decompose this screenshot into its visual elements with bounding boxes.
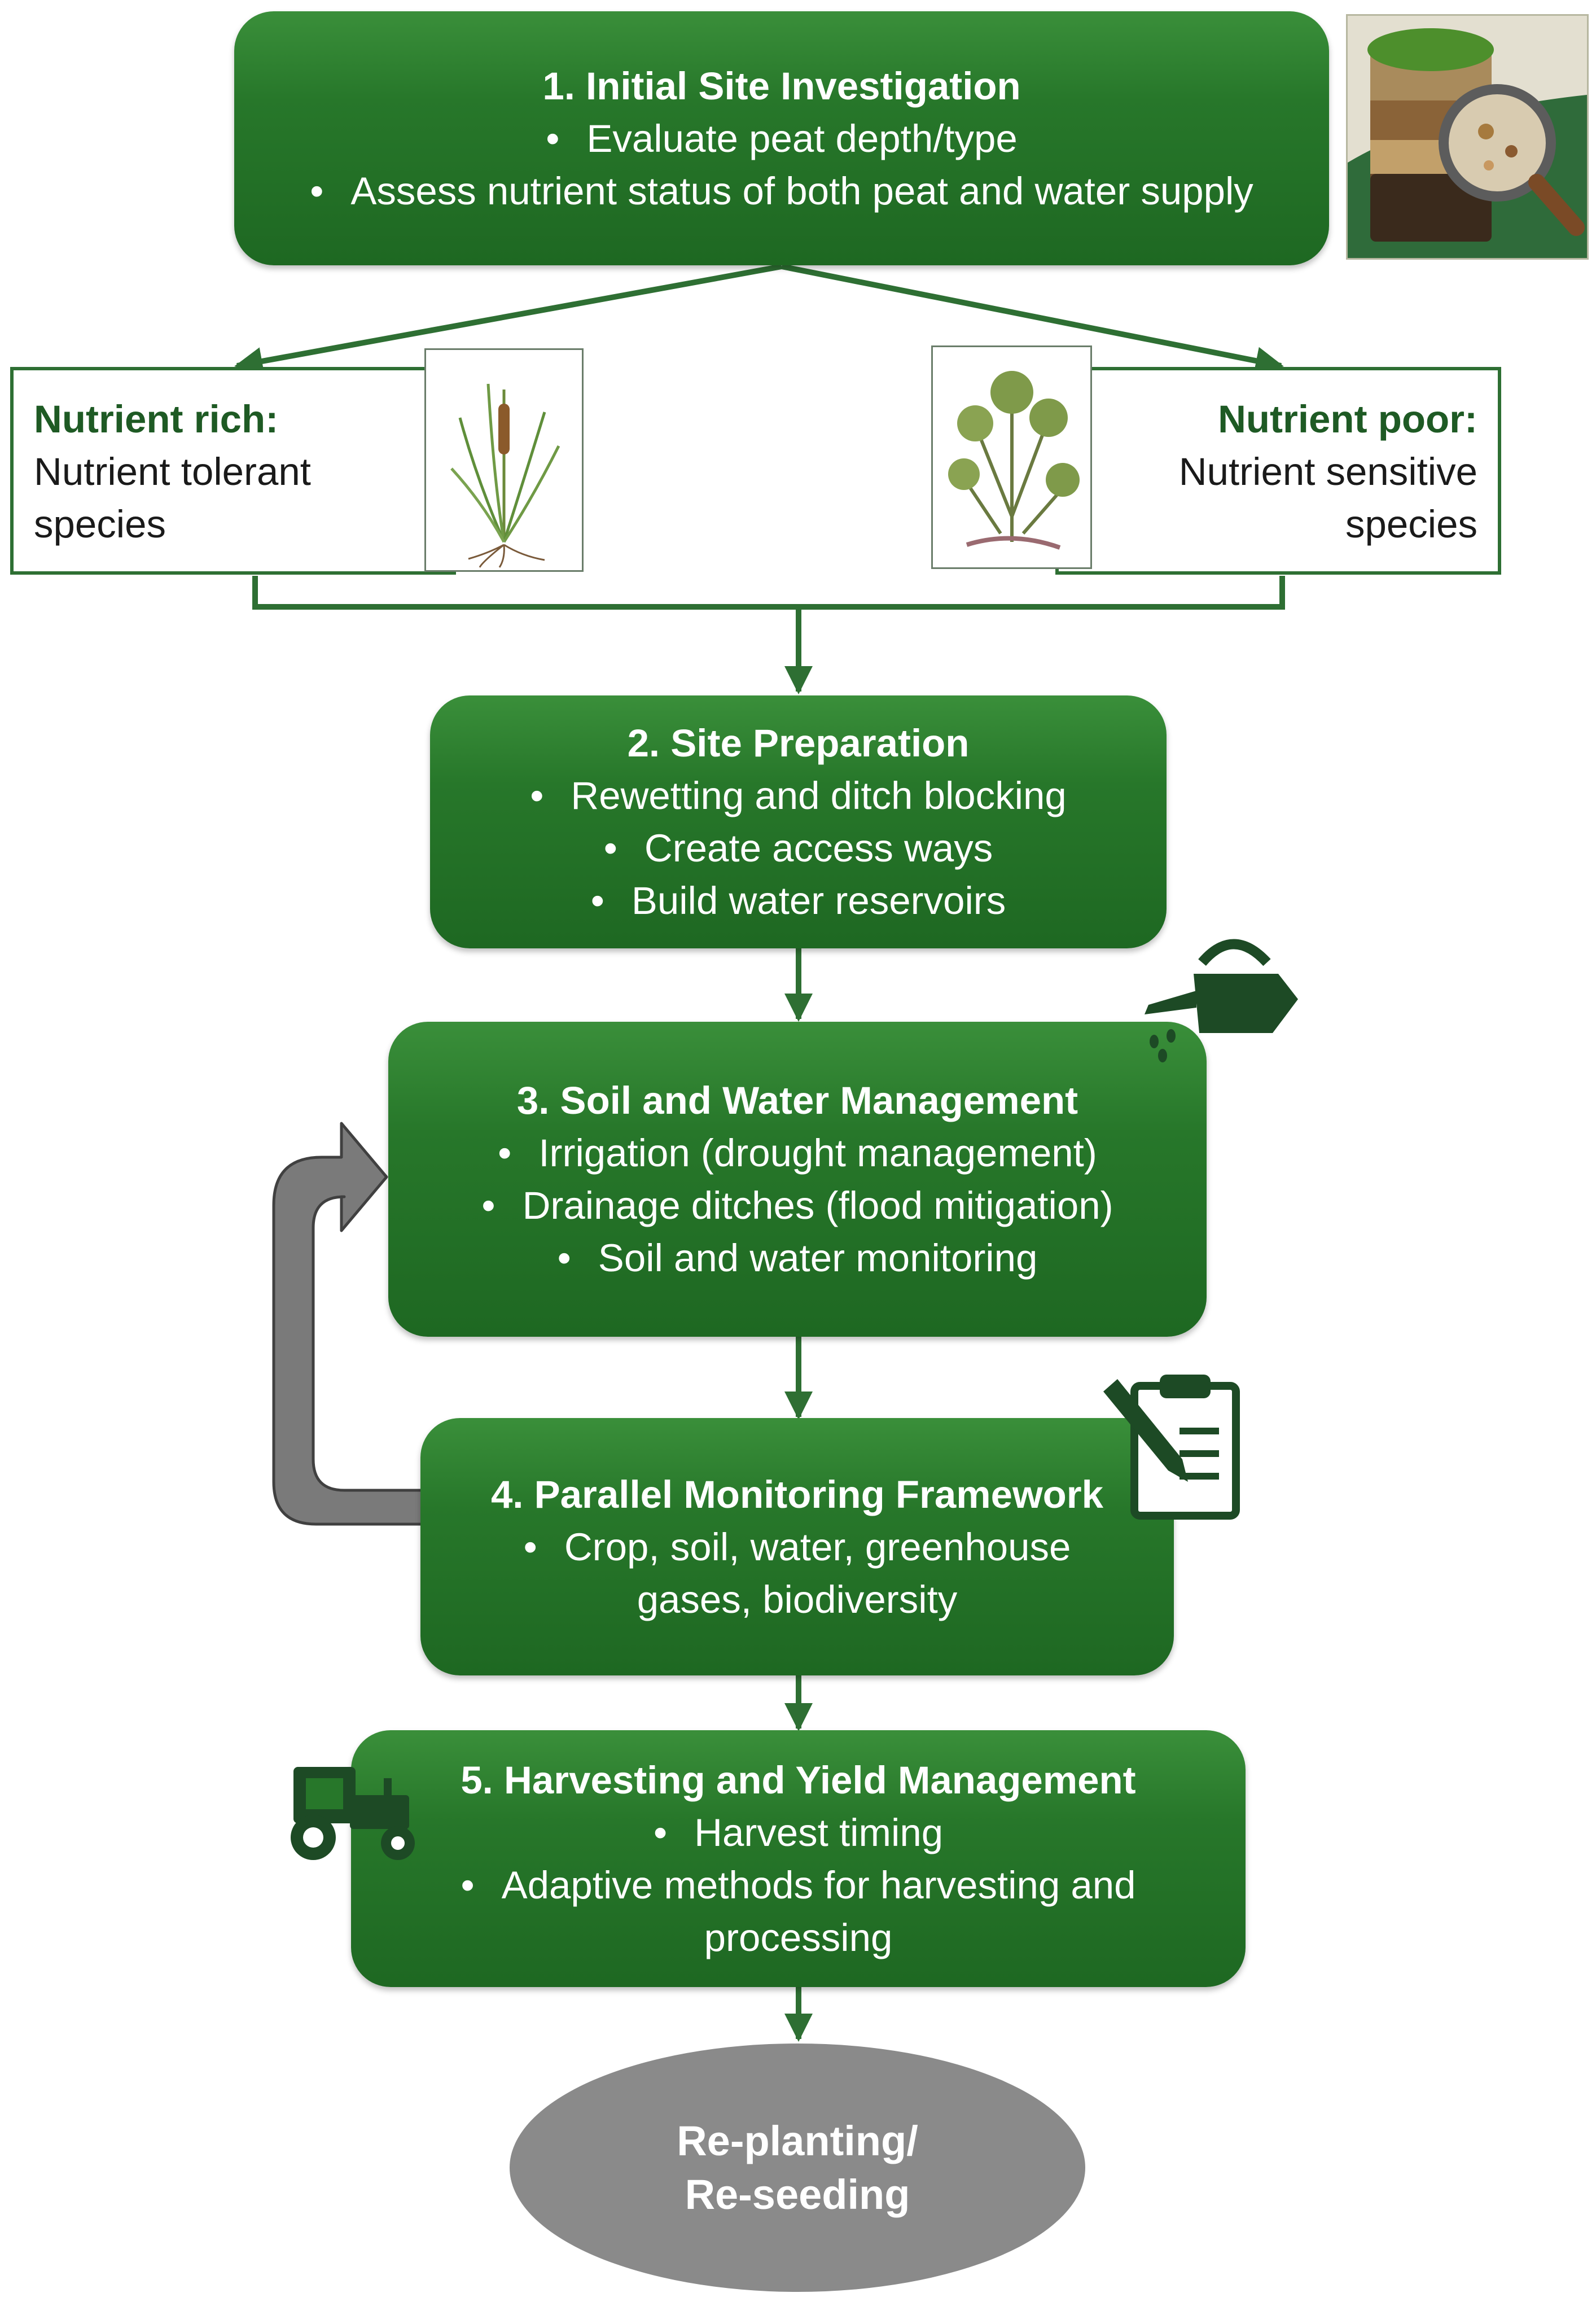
step3-title: 3. Soil and Water Management xyxy=(516,1079,1078,1122)
nutrient-poor-line1: Nutrient sensitive xyxy=(1178,450,1477,493)
nutrient-poor-line2: species xyxy=(1345,502,1477,546)
step1-bullet-1: •Evaluate peat depth/type xyxy=(546,116,1018,160)
step4-continuation: gases, biodiversity xyxy=(637,1577,958,1621)
step3-bullet-3: •Soil and water monitoring xyxy=(557,1236,1038,1280)
step4-title: 4. Parallel Monitoring Framework xyxy=(490,1472,1104,1516)
sphagnum-moss-icon xyxy=(931,345,1092,569)
step2-bullet-1: •Rewetting and ditch blocking xyxy=(530,774,1067,817)
step2-bullet-3: •Build water reservoirs xyxy=(590,879,1006,922)
cattail-plant-icon xyxy=(424,348,584,572)
step1-box: 1. Initial Site Investigation •Evaluate … xyxy=(234,11,1329,265)
soil-core-magnifier-icon xyxy=(1346,14,1589,260)
clipboard-pen-icon xyxy=(1103,1375,1240,1520)
step1-bullet-2: •Assess nutrient status of both peat and… xyxy=(310,169,1253,213)
end-line1: Re-planting/ xyxy=(677,2117,918,2164)
arrow-to-nutrient-poor xyxy=(781,264,1284,375)
step2-bullet-2: •Create access ways xyxy=(603,826,993,870)
nutrient-rich-box: Nutrient rich: Nutrient tolerant species xyxy=(10,367,456,575)
feedback-loop-arrow xyxy=(272,1122,425,1526)
nutrient-rich-heading: Nutrient rich: xyxy=(34,397,279,441)
step5-continuation: processing xyxy=(704,1915,893,1959)
watering-can-icon xyxy=(1145,939,1298,1062)
nutrient-poor-box: Nutrient poor: Nutrient sensitive specie… xyxy=(1055,367,1501,575)
step4-bullet-1: •Crop, soil, water, greenhouse xyxy=(523,1525,1071,1569)
step1-title: 1. Initial Site Investigation xyxy=(542,64,1021,108)
replanting-reseeding-oval: Re-planting/ Re-seeding xyxy=(510,2044,1085,2292)
arrow-to-nutrient-rich xyxy=(234,264,782,375)
step2-box: 2. Site Preparation •Rewetting and ditch… xyxy=(430,695,1167,948)
step5-box: 5. Harvesting and Yield Management •Harv… xyxy=(351,1730,1246,1987)
step3-bullet-2: •Drainage ditches (flood mitigation) xyxy=(481,1184,1113,1227)
nutrient-rich-line2: species xyxy=(34,502,166,546)
step2-title: 2. Site Preparation xyxy=(627,721,970,765)
step4-box: 4. Parallel Monitoring Framework •Crop, … xyxy=(420,1418,1174,1675)
step3-box: 3. Soil and Water Management •Irrigation… xyxy=(388,1022,1207,1337)
nutrient-poor-heading: Nutrient poor: xyxy=(1218,397,1477,441)
step5-bullet-1: •Harvest timing xyxy=(653,1810,944,1854)
tractor-icon xyxy=(291,1767,415,1860)
step5-title: 5. Harvesting and Yield Management xyxy=(461,1758,1136,1802)
step3-bullet-1: •Irrigation (drought management) xyxy=(498,1131,1097,1175)
step5-bullet-2: •Adaptive methods for harvesting and xyxy=(461,1863,1136,1907)
end-line2: Re-seeding xyxy=(685,2171,910,2218)
merge-bracket xyxy=(252,576,1285,610)
nutrient-rich-line1: Nutrient tolerant xyxy=(34,450,311,493)
